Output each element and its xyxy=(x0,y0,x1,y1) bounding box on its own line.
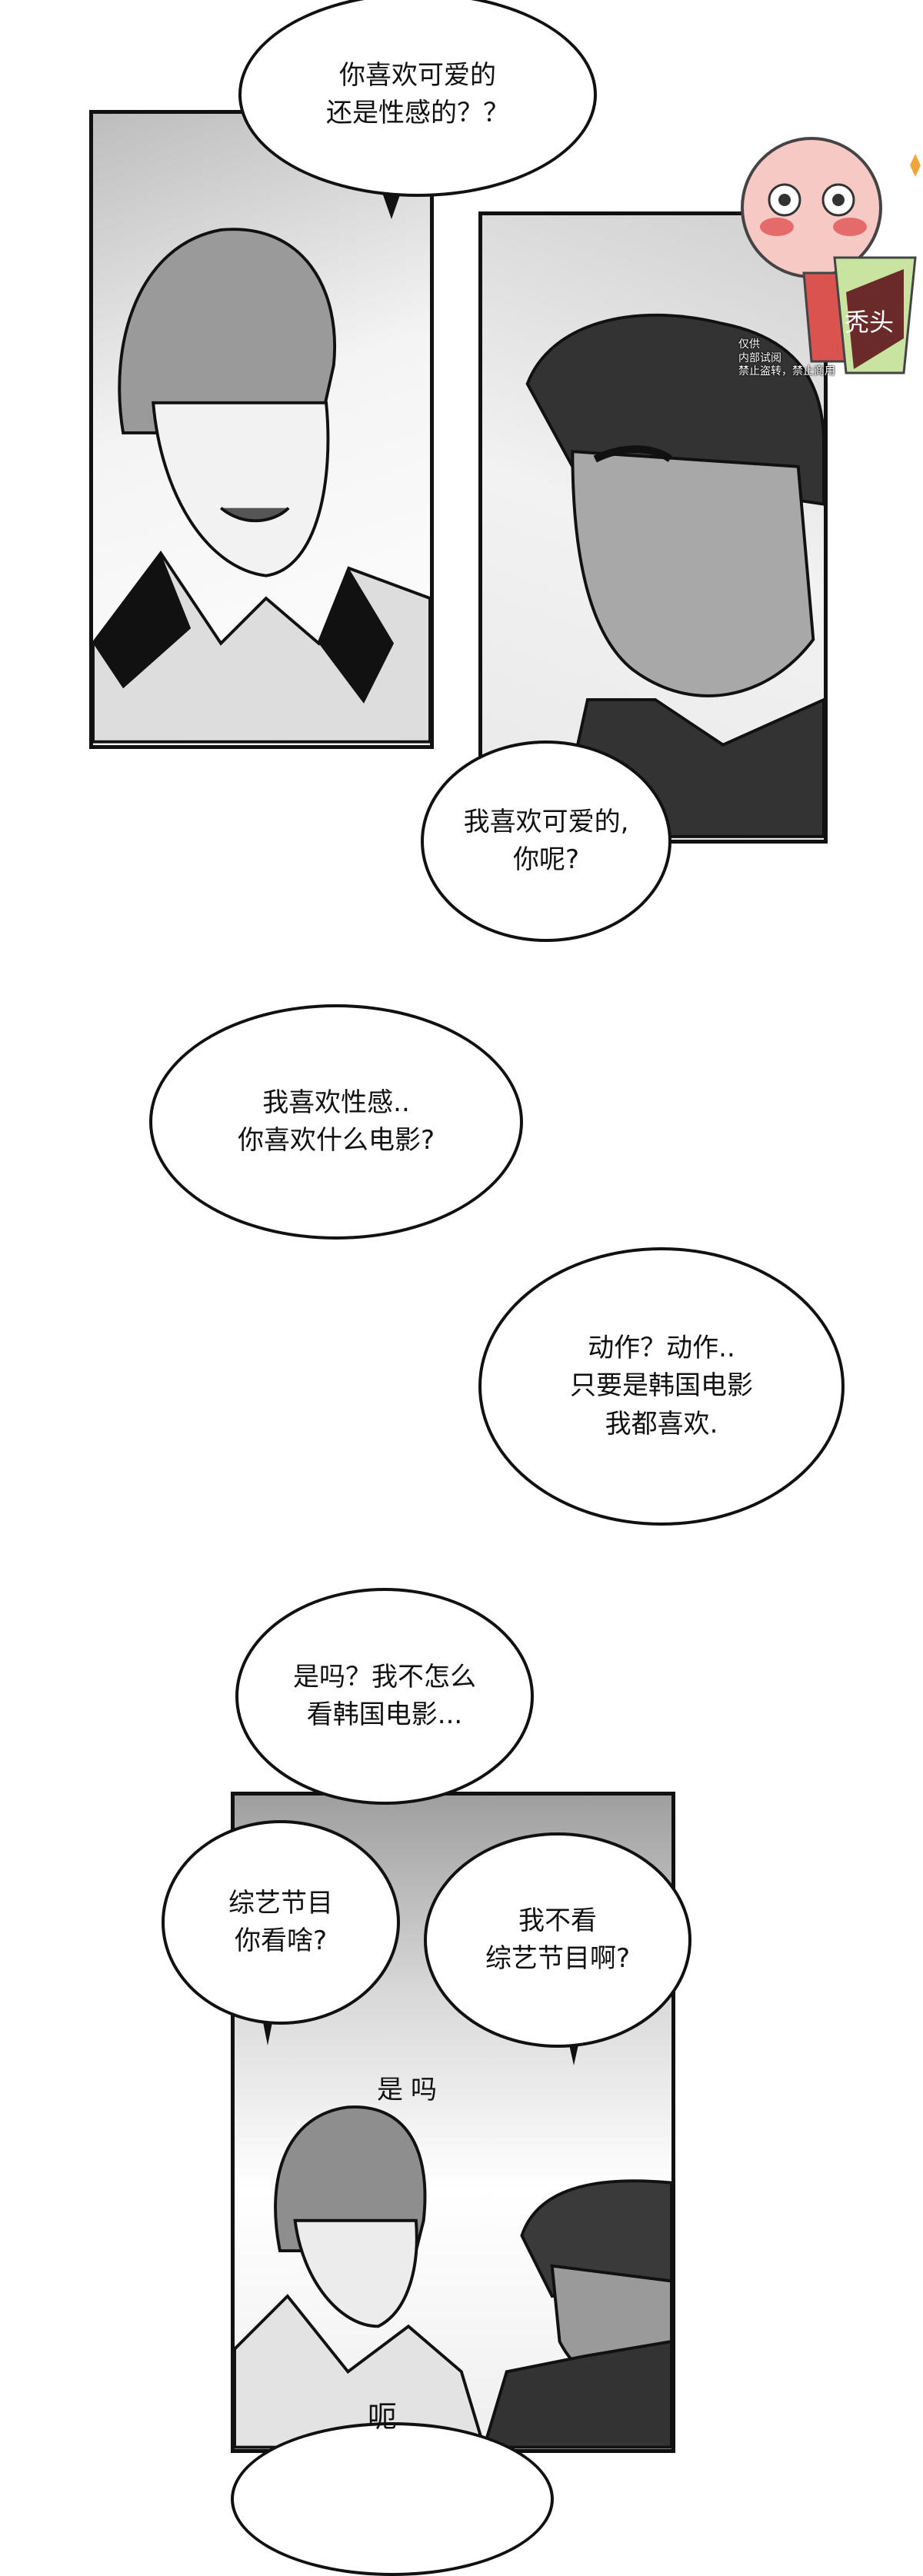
sfx-shima: 是吗 xyxy=(377,2075,445,2105)
comic-panel-1 xyxy=(89,110,434,749)
dark-haired-man-illustration xyxy=(525,313,824,838)
two-men-illustration xyxy=(235,2105,671,2449)
sparkle-icon xyxy=(910,154,921,177)
blond-man-illustration xyxy=(93,228,430,744)
speech-bubble-3: 我喜欢性感.. 你喜欢什么电影? xyxy=(149,1004,523,1240)
speech-bubble-1: 你喜欢可爱的 还是性感的？？ xyxy=(238,0,597,197)
speech-bubble-partial xyxy=(231,2422,554,2576)
mascot-watermark: 秃头 xyxy=(719,108,923,400)
bald-mascot-icon: 秃头 xyxy=(741,137,921,374)
speech-bubble-4: 动作？动作.. 只要是韩国电影 我都喜欢. xyxy=(478,1247,845,1526)
watermark-text: 仅供 内部试阅 禁止盗转，禁止商用 xyxy=(738,338,835,378)
speech-bubble-6: 综艺节目 你看啥? xyxy=(162,1820,400,2025)
speech-bubble-2: 我喜欢可爱的, 你呢? xyxy=(421,741,671,942)
cup-label: 秃头 xyxy=(845,308,894,337)
comic-panel-2 xyxy=(478,211,828,844)
sfx-e: 呃 xyxy=(368,2400,405,2434)
speech-bubble-7: 我不看 综艺节目啊? xyxy=(424,1832,691,2048)
speech-bubble-5: 是吗？我不怎么 看韩国电影... xyxy=(235,1588,534,1805)
